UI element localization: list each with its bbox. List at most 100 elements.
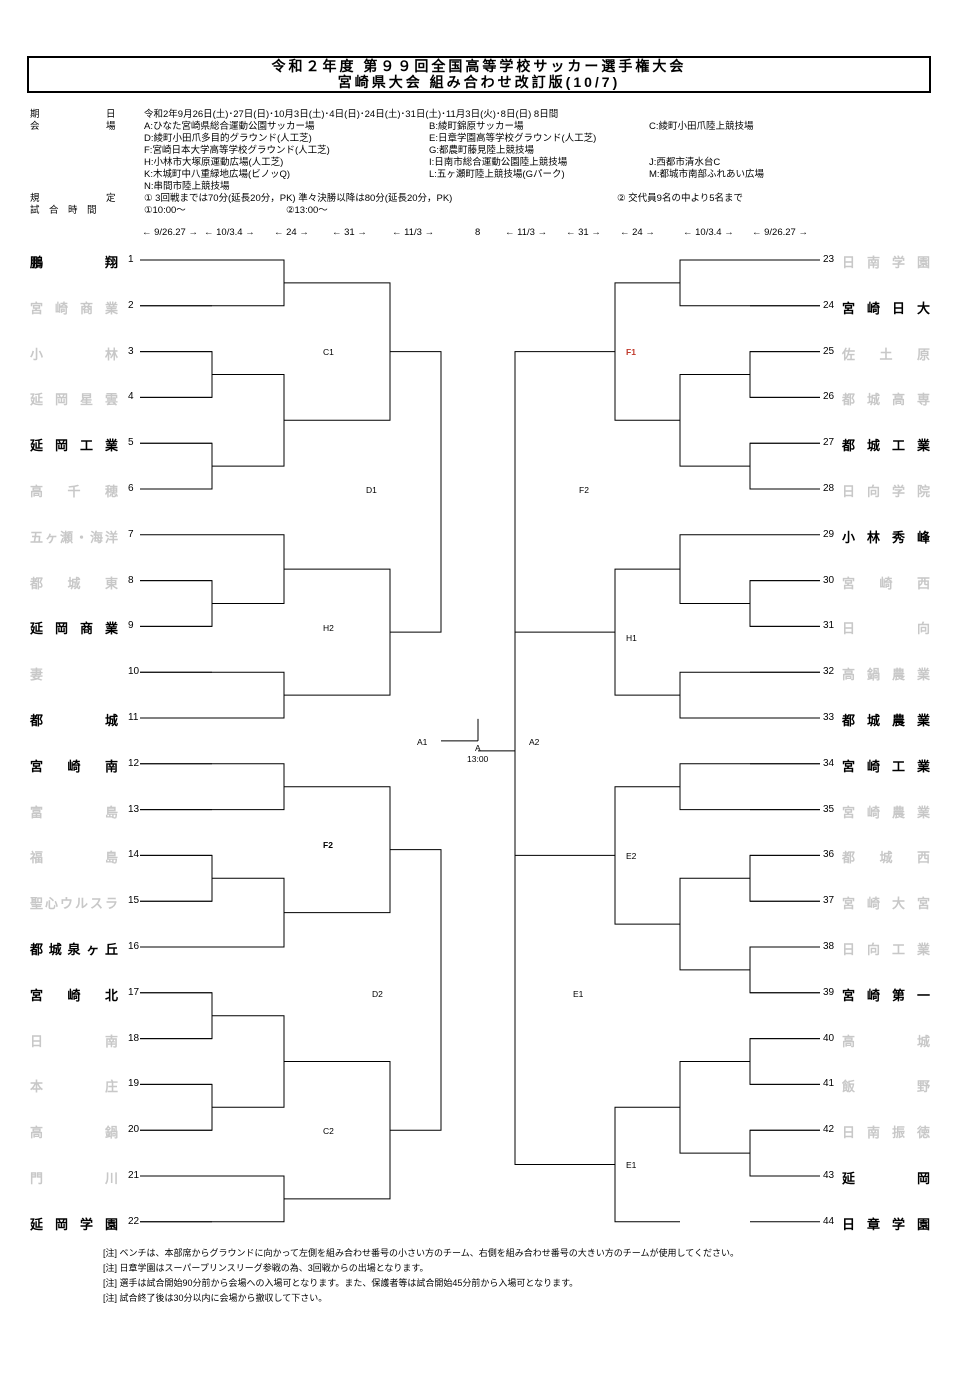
team-number-7: 7: [128, 528, 134, 540]
team-number-30: 30: [823, 574, 835, 586]
left-match-21-22: [140, 1175, 285, 1223]
team-name-29: 小林秀峰: [842, 529, 930, 545]
date-right-1: ← 11/3 →: [505, 227, 548, 238]
left-match-8-9: [140, 580, 213, 627]
team-name-44: 日章学園: [842, 1216, 930, 1232]
team-name-34: 宮崎工業: [842, 758, 930, 774]
title-box: 令和２年度 第９９回全国高等学校サッカー選手権大会 宮崎県大会 組み合わせ改訂版…: [27, 56, 931, 93]
right-match-25-26: [749, 351, 820, 398]
right-match-36-37: [749, 854, 820, 902]
team-number-26: 26: [823, 391, 835, 403]
venue-j: J:西都市清水台C: [649, 157, 721, 168]
dates-value: 令和2年9月26日(土)･27日(日)･10月3日(土)･4日(日)･24日(土…: [144, 109, 559, 120]
venue-g: G:都農町藤見陸上競技場: [429, 145, 535, 156]
team-number-6: 6: [128, 483, 134, 494]
left-match-17-18: [140, 992, 213, 1040]
team-number-14: 14: [128, 849, 140, 861]
team-number-32: 32: [823, 666, 835, 678]
right-match-h1: [614, 568, 680, 696]
time-2: ②13:00～: [286, 205, 328, 216]
team-name-1: 鵬 翔: [30, 255, 118, 270]
times-label: 試 合 時 間: [30, 205, 97, 216]
round-label-c1: C1: [323, 347, 334, 357]
date-left-1: ← 9/26.27 →: [142, 227, 198, 238]
right-match-34-35: [679, 763, 820, 811]
note-1: [注] ベンチは、本部席からグラウンドに向かって左側を組み合わせ番号の小さい方の…: [103, 1248, 739, 1258]
round-label-d1: D1: [366, 485, 377, 495]
round-label-a2: A2: [529, 737, 540, 747]
venue-b: B:綾町錦原サッカー場: [429, 121, 524, 132]
team-number-17: 17: [128, 986, 140, 998]
right-match-2526-2728: [679, 374, 750, 467]
team-name-25: 佐 土 原: [842, 346, 930, 362]
team-number-24: 24: [823, 299, 835, 311]
team-name-15: 聖心ウルスラ: [30, 896, 118, 912]
note-3: [注] 選手は試合開始90分前から会場への入場可となります。また、保護者等は試合…: [103, 1278, 579, 1288]
team-number-34: 34: [823, 757, 835, 769]
right-match-f1: [614, 282, 680, 421]
rules-label: 規 定: [30, 193, 116, 204]
team-number-25: 25: [823, 345, 835, 357]
right-match-3637-3839: [679, 877, 750, 971]
team-number-21: 21: [128, 1170, 140, 1181]
right-match-38-39: [749, 946, 820, 994]
team-name-16: 都城泉ヶ丘: [30, 942, 118, 957]
venue-c: C:綾町小田爪陸上競技場: [649, 121, 754, 132]
team-number-9: 9: [128, 620, 134, 632]
team-number-29: 29: [823, 528, 835, 540]
left-match-10-11: [140, 671, 285, 719]
left-match-d1: [390, 351, 442, 633]
team-number-41: 41: [823, 1078, 835, 1090]
right-match-27-28: [749, 442, 820, 490]
venue-k: K:木城町中八重緑地広場(ビノッQ): [144, 169, 291, 180]
team-name-17: 宮 崎 北: [30, 987, 118, 1003]
team-number-11: 11: [128, 712, 139, 723]
team-number-33: 33: [823, 712, 835, 723]
date-right-2: ← 31 →: [566, 227, 601, 238]
team-name-41: 飯 野: [842, 1079, 930, 1095]
venue-n: N:串間市陸上競技場: [144, 181, 230, 192]
date-right-5: ← 9/26.27 →: [752, 227, 808, 238]
team-number-37: 37: [823, 895, 835, 907]
team-number-43: 43: [823, 1170, 835, 1181]
left-match-12-13: [140, 763, 285, 811]
right-match-4041-4243: [679, 1061, 750, 1154]
team-name-23: 日南学園: [842, 255, 930, 270]
team-number-20: 20: [128, 1124, 140, 1136]
right-match-29-3031: [679, 534, 750, 604]
team-number-3: 3: [128, 345, 134, 357]
right-match-23-24: [679, 259, 820, 307]
team-name-22: 延岡学園: [30, 1216, 118, 1232]
date-right-3: ← 24 →: [620, 227, 655, 238]
team-name-28: 日向学院: [842, 484, 930, 499]
team-number-39: 39: [823, 986, 835, 998]
round-label-a-center: A: [475, 743, 481, 753]
team-name-31: 日 向: [842, 621, 930, 637]
team-name-8: 都 城 東: [30, 575, 118, 591]
left-match-c2: [284, 1061, 391, 1200]
team-number-35: 35: [823, 803, 835, 815]
team-name-26: 都城高専: [842, 392, 930, 408]
left-match-c1: [284, 282, 391, 421]
team-number-2: 2: [128, 299, 134, 311]
left-match-5-6: [140, 442, 213, 490]
team-name-42: 日南振徳: [842, 1125, 930, 1141]
team-number-36: 36: [823, 849, 835, 861]
team-name-14: 福 島: [30, 850, 118, 866]
round-label-e1-top: E1: [573, 989, 584, 999]
left-match-19-20: [140, 1083, 213, 1131]
team-number-8: 8: [128, 574, 134, 586]
round-label-a-time: 13:00: [467, 754, 489, 764]
team-name-37: 宮崎大宮: [842, 896, 930, 912]
team-number-40: 40: [823, 1032, 835, 1044]
team-name-27: 都城工業: [842, 438, 930, 454]
team-number-28: 28: [823, 483, 835, 494]
note-2: [注] 日章学園はスーパープリンスリーグ参戦の為、3回戦からの出場となります。: [103, 1263, 429, 1273]
venue-e: E:日章学園高等学校グラウンド(人工芝): [429, 133, 597, 144]
team-name-40: 高 城: [842, 1033, 930, 1049]
right-match-42-43: [749, 1129, 820, 1177]
team-number-19: 19: [128, 1078, 140, 1090]
team-name-18: 日 南: [30, 1033, 118, 1049]
date-left-2: ← 10/3.4 →: [204, 227, 255, 238]
venue-f: F:宮崎日本大学高等学校グラウンド(人工芝): [144, 145, 330, 156]
